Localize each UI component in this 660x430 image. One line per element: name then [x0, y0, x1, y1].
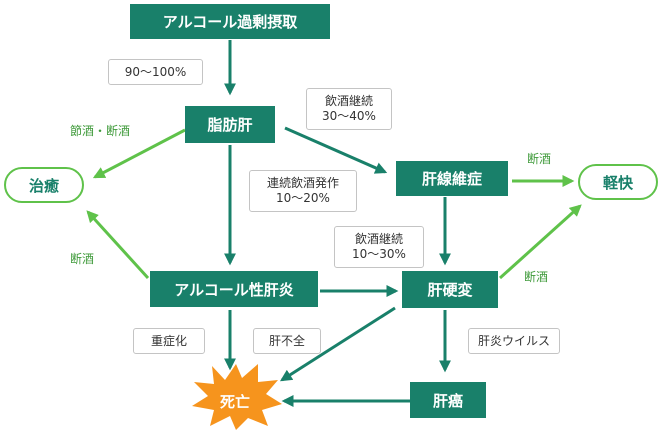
node-death: 死亡: [219, 392, 250, 411]
node-alcohol-overconsumption: アルコール過剰摂取: [130, 4, 330, 39]
note-text-line1: 飲酒継続: [324, 94, 373, 108]
node-cure: 治癒: [4, 167, 84, 203]
node-alcoholic-hepatitis: アルコール性肝炎: [150, 271, 318, 307]
note-text-line1: 飲酒継続: [354, 232, 403, 246]
note-cirrhosis-to-cancer: 肝炎ウイルス: [468, 328, 560, 354]
node-fatty-liver: 脂肪肝: [185, 106, 275, 143]
arrow-fatty-liver-to-fibrosis: [284, 126, 388, 174]
node-cirrhosis: 肝硬変: [402, 271, 498, 308]
note-fibrosis-to-cirrhosis: 飲酒継続 10〜30%: [334, 226, 424, 268]
note-fatty-liver-to-hepatitis: 連続飲酒発作 10〜20%: [249, 170, 357, 212]
arrow-hepatitis-to-cure: [86, 210, 150, 280]
note-start-to-fatty-liver: 90〜100%: [108, 59, 203, 85]
label-cirrhosis-to-remission: 断酒: [524, 270, 549, 284]
note-cirrhosis-to-death: 肝不全: [253, 328, 321, 354]
note-text-line2: 10〜20%: [276, 191, 330, 205]
note-text-line1: 連続飲酒発作: [266, 176, 339, 190]
note-text: 肝炎ウイルス: [477, 333, 550, 348]
arrow-fatty-liver-to-cure: [92, 128, 186, 179]
note-text-line2: 30〜40%: [322, 109, 376, 123]
label-fibrosis-to-remission: 断酒: [527, 152, 552, 166]
death-burst-shape: [192, 364, 282, 430]
note-hepatitis-to-death: 重症化: [133, 328, 205, 354]
label-fatty-liver-to-cure: 節酒・断酒: [70, 124, 131, 138]
node-liver-fibrosis: 肝線維症: [396, 161, 508, 196]
note-text-line2: 10〜30%: [352, 247, 406, 261]
label-hepatitis-to-cure: 断酒: [70, 252, 95, 266]
node-liver-cancer: 肝癌: [410, 382, 486, 418]
note-text: 重症化: [150, 333, 187, 348]
arrow-cirrhosis-to-remission: [498, 204, 582, 280]
note-text: 肝不全: [268, 333, 305, 348]
node-remission: 軽快: [578, 164, 658, 200]
arrow-cirrhosis-to-death: [279, 306, 396, 382]
note-text: 90〜100%: [124, 64, 187, 79]
note-fatty-liver-to-fibrosis: 飲酒継続 30〜40%: [306, 88, 392, 130]
